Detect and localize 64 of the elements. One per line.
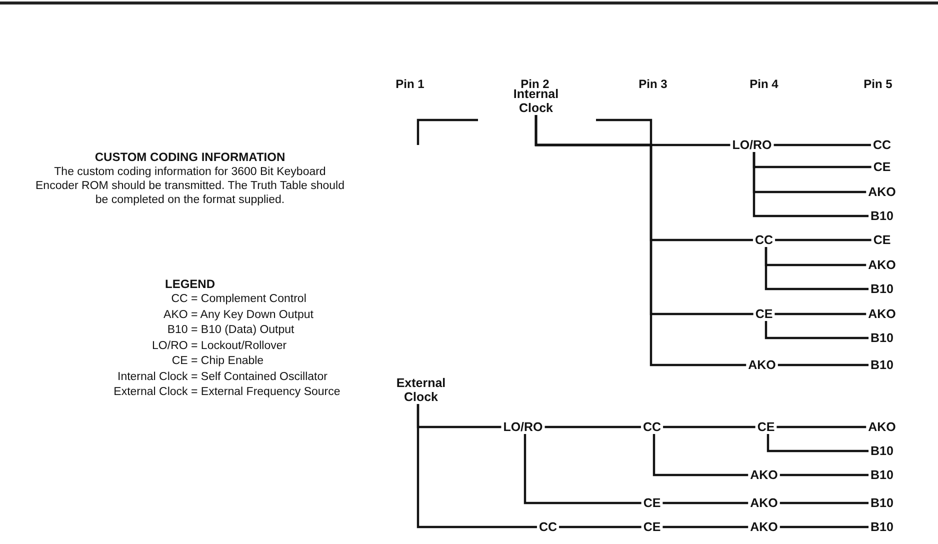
signal-label: B10	[868, 444, 896, 458]
signal-label: B10	[868, 331, 896, 345]
signal-label: CE	[871, 160, 893, 174]
signal-label: CE	[871, 233, 893, 247]
section-heading: CUSTOM CODING INFORMATION	[94, 150, 286, 164]
signal-label: AKO	[866, 307, 898, 321]
connector-line	[780, 526, 869, 528]
connector-line	[416, 404, 537, 528]
signal-label: AKO	[748, 520, 780, 534]
connector-line	[652, 434, 748, 476]
signal-label: B10	[868, 496, 896, 510]
connector-line	[766, 434, 869, 452]
info-paragraph: The custom coding information for 3600 Bit Keyboard Encoder ROM should be transmitted. The Truth Table should be completed on the format supplied.	[35, 165, 345, 207]
signal-label: LO/RO	[501, 420, 545, 434]
signal-label: CE	[753, 307, 775, 321]
signal-label: AKO	[748, 468, 780, 482]
connector-line	[774, 144, 871, 146]
signal-label: CC	[752, 233, 776, 247]
connector-line	[780, 502, 869, 504]
signal-label: CC	[640, 420, 664, 434]
column-header: Pin 5	[864, 77, 892, 91]
connector-line	[774, 312, 866, 316]
column-header: Pin 4	[750, 77, 778, 91]
signal-label: AKO	[866, 258, 898, 272]
signal-label: B10	[868, 282, 896, 296]
connector-line	[663, 426, 756, 428]
connector-line	[662, 526, 748, 528]
legend-entry: B10 = B10 (Data) Output	[167, 324, 294, 336]
connector-line	[662, 502, 748, 504]
column-header: Pin 1	[396, 77, 424, 91]
signal-label: AKO	[866, 420, 898, 434]
signal-label: LO/RO	[730, 138, 774, 152]
signal-label: B10	[868, 468, 896, 482]
signal-label: CC	[536, 520, 560, 534]
connector-line	[524, 434, 642, 504]
signal-label: External Clock	[384, 376, 458, 404]
legend-entry: AKO = Any Key Down Output	[164, 308, 314, 320]
legend-entry: CE = Chip Enable	[172, 355, 264, 367]
signal-label: B10	[868, 520, 896, 534]
connector-line	[764, 321, 869, 340]
connector-line	[534, 115, 746, 366]
signal-label: AKO	[748, 496, 780, 510]
connector-line	[752, 152, 869, 218]
signal-label: B10	[868, 209, 896, 223]
legend-entry: Internal Clock = Self Contained Oscillator	[118, 370, 328, 382]
signal-label: B10	[868, 358, 896, 372]
connector-line	[775, 238, 872, 242]
column-header: Pin 3	[638, 77, 668, 91]
legend-entry: LO/RO = Lockout/Rollover	[152, 340, 287, 352]
connector-line	[544, 426, 641, 428]
connector-line	[559, 526, 642, 528]
signal-label: AKO	[866, 185, 898, 199]
legend-entry: CC = Complement Control	[171, 293, 306, 305]
signal-label: CC	[870, 138, 894, 152]
legend-heading: LEGEND	[164, 277, 216, 291]
signal-label: CE	[641, 496, 663, 510]
connector-line	[780, 474, 869, 476]
legend-entry: External Clock = External Frequency Source	[114, 386, 340, 398]
signal-label: CE	[755, 420, 777, 434]
connector-line	[778, 364, 869, 366]
signal-label: CE	[641, 520, 663, 534]
signal-label: AKO	[746, 358, 778, 372]
connector-line	[776, 426, 866, 428]
connector-line	[764, 247, 869, 290]
